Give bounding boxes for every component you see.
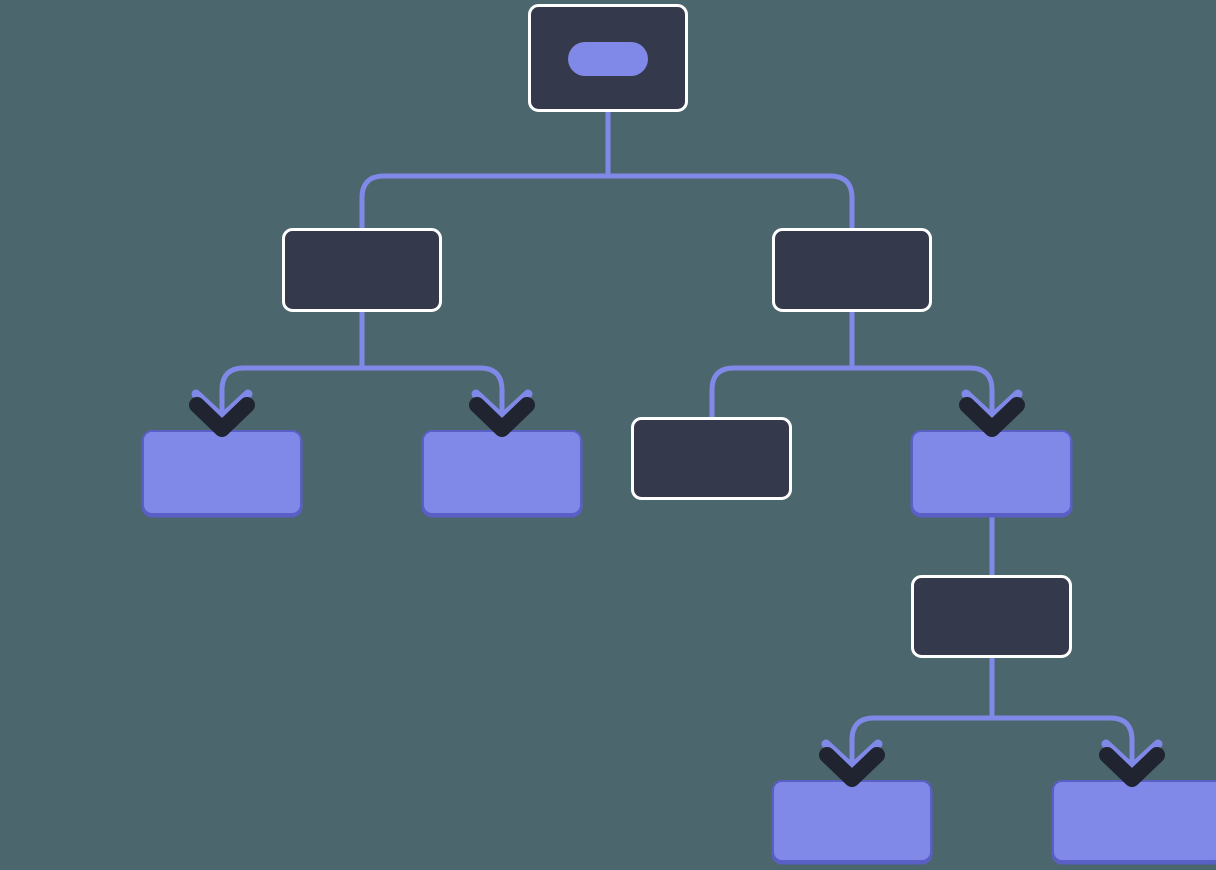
- arrowhead-leaf-l5b[interactable]: [1099, 739, 1165, 787]
- edge-layer: [219, 62, 1135, 782]
- arrowhead-leaf-b-front: [469, 397, 535, 437]
- level3-leaf-b[interactable]: [421, 430, 583, 518]
- level3-leaf-b-body[interactable]: [422, 430, 582, 515]
- arrowhead-leaf-a[interactable]: [189, 389, 255, 437]
- level3-dark-node-body[interactable]: [631, 417, 792, 500]
- edge-level2-left-to-leaf-b[interactable]: [362, 365, 505, 432]
- arrowhead-layer: [189, 389, 1165, 787]
- edge-root-to-level2-right[interactable]: [608, 173, 855, 228]
- arrowhead-leaf-d-front: [959, 397, 1025, 437]
- edge-level2-left-to-leaf-a[interactable]: [219, 365, 362, 432]
- edge-level2-right-to-dark-node[interactable]: [709, 365, 852, 417]
- level4-dark-node-body[interactable]: [911, 575, 1072, 658]
- arrowhead-leaf-a-front: [189, 397, 255, 437]
- edge-level2-right-to-leaf-d[interactable]: [852, 365, 995, 432]
- arrowhead-leaf-l5a[interactable]: [819, 739, 885, 787]
- arrowhead-leaf-d[interactable]: [959, 389, 1025, 437]
- edge-level4-to-leaf-b[interactable]: [992, 715, 1135, 782]
- level5-leaf-a[interactable]: [771, 780, 933, 865]
- level3-leaf-d[interactable]: [910, 430, 1073, 518]
- level5-leaf-b-body[interactable]: [1052, 780, 1216, 862]
- arrowhead-leaf-l5a-front: [819, 747, 885, 787]
- level3-leaf-a[interactable]: [141, 430, 303, 518]
- level3-leaf-a-body[interactable]: [142, 430, 302, 515]
- arrowhead-leaf-b[interactable]: [469, 389, 535, 437]
- level2-right-node-body[interactable]: [772, 228, 932, 312]
- level2-left-node[interactable]: [282, 228, 442, 312]
- node-layer: [141, 4, 1216, 865]
- arrowhead-leaf-l5b-front: [1099, 747, 1165, 787]
- level3-dark-node[interactable]: [631, 417, 792, 500]
- level2-left-node-body[interactable]: [282, 228, 442, 312]
- level4-dark-node[interactable]: [911, 575, 1072, 658]
- level5-leaf-b[interactable]: [1051, 780, 1216, 865]
- edge-root-to-level2-left[interactable]: [359, 173, 608, 228]
- level5-leaf-a-body[interactable]: [772, 780, 932, 862]
- edge-level4-to-leaf-a[interactable]: [849, 715, 992, 782]
- root-node[interactable]: [528, 4, 688, 112]
- root-pill[interactable]: [568, 42, 648, 76]
- level3-leaf-d-body[interactable]: [911, 430, 1072, 515]
- level2-right-node[interactable]: [772, 228, 932, 312]
